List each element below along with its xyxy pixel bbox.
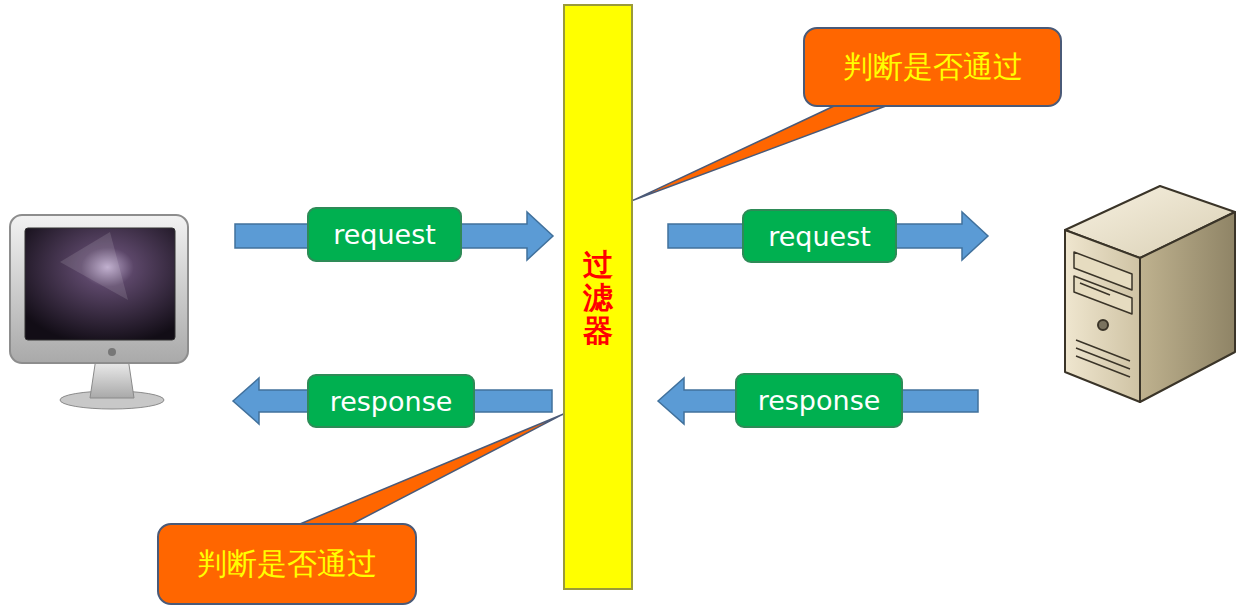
computer-icon [10,215,188,409]
node-text: response [330,386,453,417]
callout-box: 判断是否通过 [157,523,417,605]
callout-pointer [300,414,563,524]
node-text: response [758,385,881,416]
callout-box: 判断是否通过 [803,27,1062,107]
node-text: 判断是否通过 [843,47,1023,88]
request-label: request [742,209,897,263]
node-text: request [768,221,871,252]
server-icon [1065,186,1235,402]
response-label: response [735,373,903,428]
request-label: request [307,207,462,262]
filter-bar: 过滤器 [563,4,633,590]
response-label: response [307,374,475,428]
callout-pointer [633,106,886,200]
node-text: request [333,219,436,250]
node-text: 判断是否通过 [197,544,377,585]
node-text: 过滤器 [583,248,613,347]
